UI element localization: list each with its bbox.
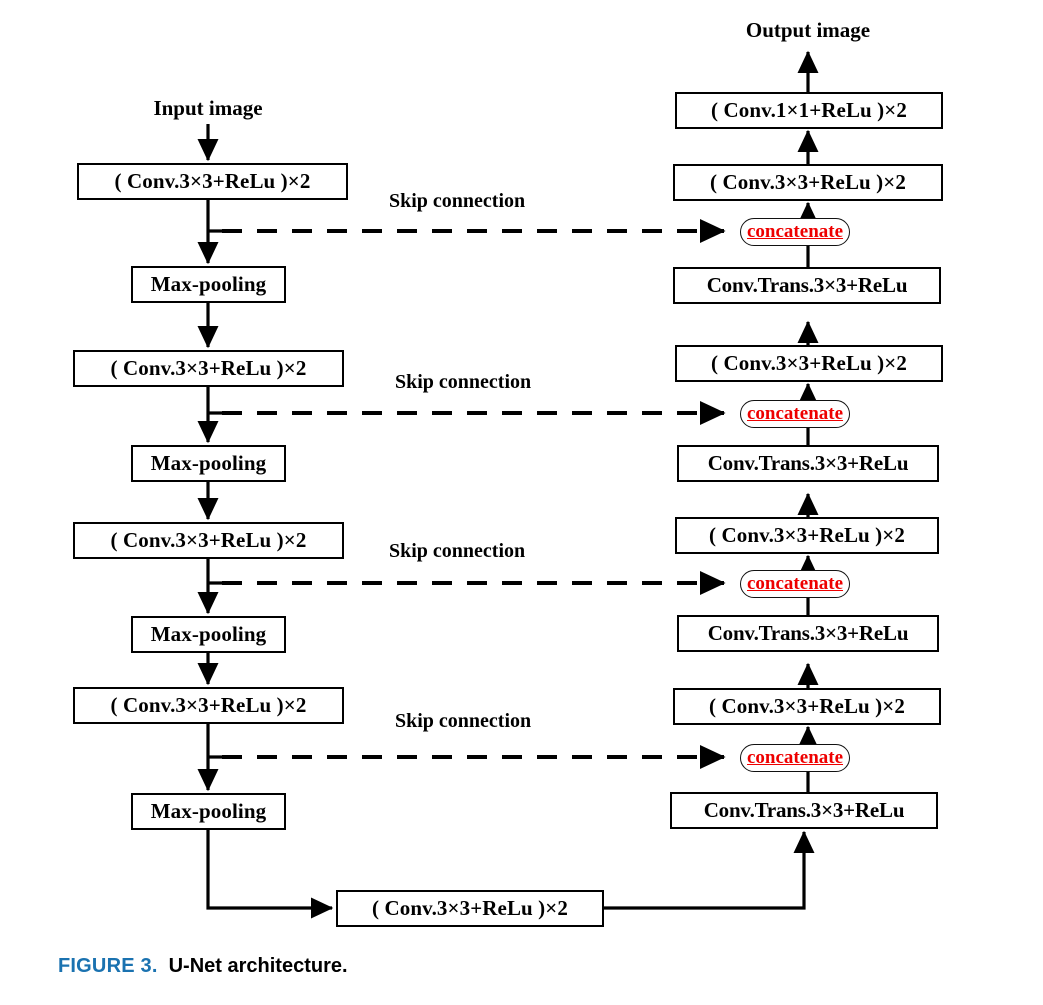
block-dec-concat-4[interactable]: concatenate	[740, 744, 851, 772]
block-enc-conv-1[interactable]: ( Conv.3×3+ReLu )×2	[77, 163, 348, 200]
block-bottleneck-conv[interactable]: ( Conv.3×3+ReLu )×2	[336, 890, 604, 927]
block-dec-trans-2[interactable]: Conv.Trans.3×3+ReLu	[677, 445, 939, 482]
input-image-label: Input image	[153, 96, 263, 120]
figure-title: U-Net architecture.	[168, 955, 348, 977]
block-enc-pool-1[interactable]: Max-pooling	[131, 266, 286, 303]
block-dec-conv-1[interactable]: ( Conv.3×3+ReLu )×2	[673, 164, 943, 201]
concatenate-label-1: concatenate	[747, 221, 844, 242]
block-enc-conv-4[interactable]: ( Conv.3×3+ReLu )×2	[73, 687, 344, 724]
block-enc-conv-2[interactable]: ( Conv.3×3+ReLu )×2	[73, 350, 344, 387]
block-dec-trans-1[interactable]: Conv.Trans.3×3+ReLu	[673, 267, 941, 304]
block-dec-out-conv[interactable]: ( Conv.1×1+ReLu )×2	[675, 92, 943, 129]
block-dec-concat-2[interactable]: concatenate	[740, 400, 851, 428]
block-dec-trans-4[interactable]: Conv.Trans.3×3+ReLu	[670, 792, 938, 829]
block-enc-pool-3[interactable]: Max-pooling	[131, 616, 286, 653]
block-enc-conv-3[interactable]: ( Conv.3×3+ReLu )×2	[73, 522, 344, 559]
block-enc-pool-4[interactable]: Max-pooling	[131, 793, 286, 830]
output-image-label: Output image	[745, 18, 871, 42]
concatenate-label-2: concatenate	[747, 403, 844, 424]
figure-number: FIGURE 3.	[58, 955, 158, 977]
concatenate-label-3: concatenate	[747, 573, 844, 594]
block-dec-conv-4[interactable]: ( Conv.3×3+ReLu )×2	[673, 688, 941, 725]
block-dec-concat-1[interactable]: concatenate	[740, 218, 851, 246]
concatenate-label-4: concatenate	[747, 747, 844, 768]
skip-connection-label-1: Skip connection	[389, 190, 526, 212]
skip-connection-label-3: Skip connection	[389, 540, 526, 562]
figure-caption: FIGURE 3. U-Net architecture.	[58, 955, 348, 978]
block-enc-pool-2[interactable]: Max-pooling	[131, 445, 286, 482]
skip-connection-label-4: Skip connection	[395, 710, 532, 732]
block-dec-concat-3[interactable]: concatenate	[740, 570, 851, 598]
block-dec-trans-3[interactable]: Conv.Trans.3×3+ReLu	[677, 615, 939, 652]
skip-connection-label-2: Skip connection	[395, 371, 532, 393]
block-dec-conv-2[interactable]: ( Conv.3×3+ReLu )×2	[675, 345, 943, 382]
block-dec-conv-3[interactable]: ( Conv.3×3+ReLu )×2	[675, 517, 939, 554]
